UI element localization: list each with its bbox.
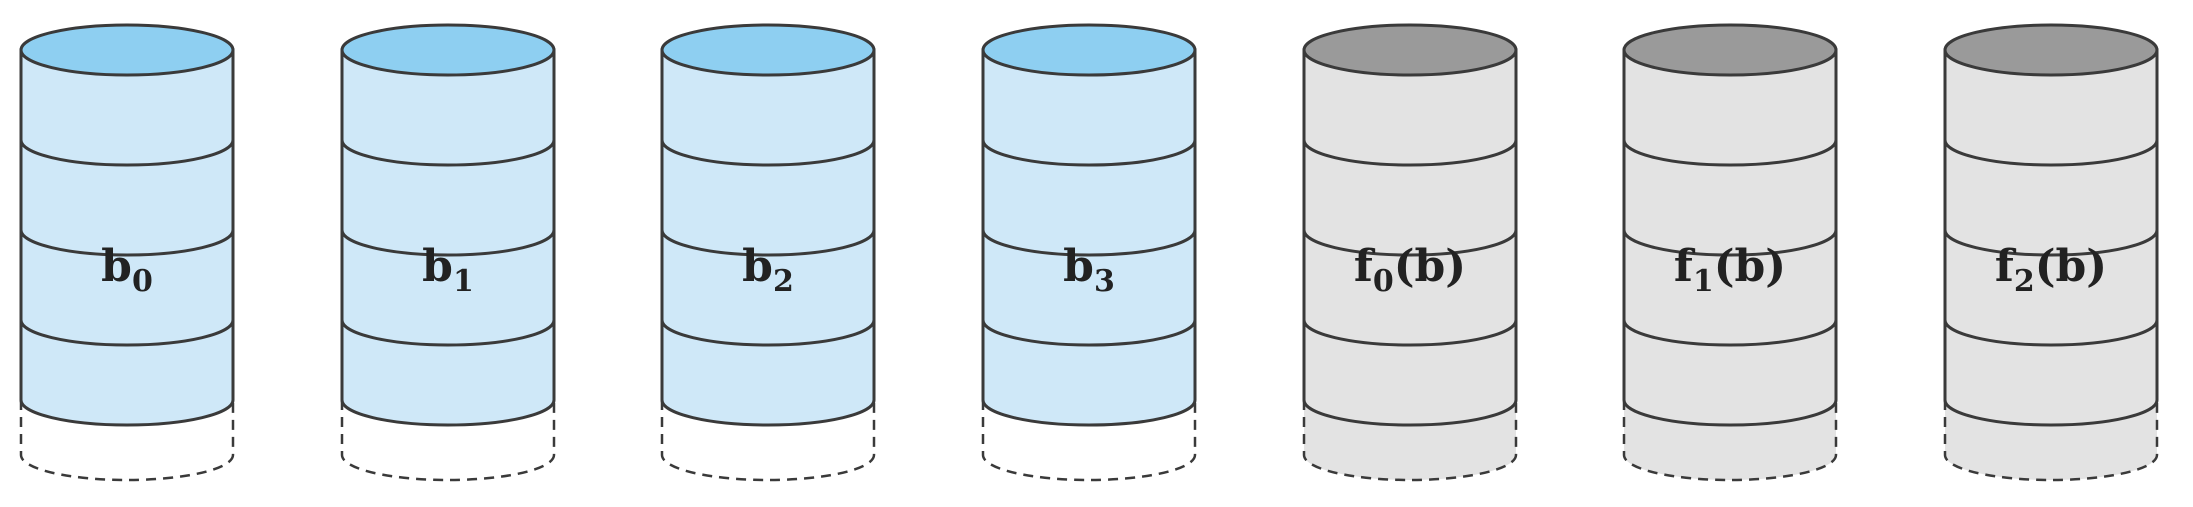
- disk-label-subscript: 1: [453, 264, 474, 299]
- disk-label-subscript: 2: [2014, 264, 2035, 299]
- disk-stripe-separator: [340, 319, 556, 347]
- disk-stripe-separator: [1302, 319, 1518, 347]
- disk-label: b2: [742, 241, 794, 299]
- disk-stripe-separator: [660, 229, 876, 257]
- disk-stripe-separator: [1622, 139, 1838, 167]
- disk-stripe-separator: [1622, 319, 1838, 347]
- check-disk-6: f2(b): [1943, 23, 2159, 482]
- disk-top-cap: [19, 23, 235, 77]
- disk-label-subscript: 1: [1693, 264, 1714, 299]
- disk-stripe-separator: [660, 319, 876, 347]
- disk-top-cap: [1302, 23, 1518, 77]
- disk-stripe-separator: [981, 139, 1197, 167]
- disk-label-subscript: 0: [1373, 264, 1394, 299]
- check-disk-4: f0(b): [1302, 23, 1518, 482]
- disk-label-main: b: [742, 241, 773, 292]
- disk-label-tail: (b): [1714, 241, 1786, 292]
- disk-stripe-separator: [1622, 229, 1838, 257]
- disk-label: b0: [101, 241, 153, 299]
- disk-body: [981, 48, 1197, 427]
- disk-body: [660, 48, 876, 427]
- disk-label: f0(b): [1354, 241, 1466, 299]
- disk-body: [19, 48, 235, 427]
- disk-label-subscript: 0: [132, 264, 153, 299]
- disk-stripe-separator: [1302, 139, 1518, 167]
- disk-stripe-separator: [340, 229, 556, 257]
- data-disk-2: b2: [660, 23, 876, 482]
- data-disk-0: b0: [19, 23, 235, 482]
- data-disk-1: b1: [340, 23, 556, 482]
- disk-stripe-separator: [1943, 229, 2159, 257]
- disk-stripe-separator: [19, 229, 235, 257]
- disk-body: [1302, 48, 1518, 427]
- disk-stripe-separator: [981, 229, 1197, 257]
- disk-label-tail: (b): [1394, 241, 1466, 292]
- disk-top-cap: [340, 23, 556, 77]
- check-disk-5: f1(b): [1622, 23, 1838, 482]
- disk-label-subscript: 3: [1094, 264, 1115, 299]
- disk-label-main: b: [1063, 241, 1094, 292]
- disk-stripe-separator: [1943, 319, 2159, 347]
- disk-label-subscript: 2: [773, 264, 794, 299]
- disk-body: [1622, 48, 1838, 427]
- disk-body: [1943, 48, 2159, 427]
- disk-label: b3: [1063, 241, 1115, 299]
- disk-label-main: f: [1674, 241, 1696, 292]
- disk-label: f2(b): [1995, 241, 2107, 299]
- disk-label-main: b: [101, 241, 132, 292]
- disk-label-main: f: [1995, 241, 2017, 292]
- disk-top-cap: [660, 23, 876, 77]
- disk-stripe-separator: [1943, 139, 2159, 167]
- disk-body: [340, 48, 556, 427]
- disk-stripe-separator: [19, 139, 235, 167]
- disk-top-cap: [1943, 23, 2159, 77]
- disk-stripe-separator: [1302, 229, 1518, 257]
- disk-label-main: b: [422, 241, 453, 292]
- disk-label: b1: [422, 241, 474, 299]
- disk-label: f1(b): [1674, 241, 1786, 299]
- disk-stripe-separator: [19, 319, 235, 347]
- disk-stripe-separator: [981, 319, 1197, 347]
- disk-top-cap: [981, 23, 1197, 77]
- disk-label-main: f: [1354, 241, 1376, 292]
- disk-stripe-separator: [660, 139, 876, 167]
- disk-top-cap: [1622, 23, 1838, 77]
- disk-label-tail: (b): [2035, 241, 2107, 292]
- disk-stripe-separator: [340, 139, 556, 167]
- data-disk-3: b3: [981, 23, 1197, 482]
